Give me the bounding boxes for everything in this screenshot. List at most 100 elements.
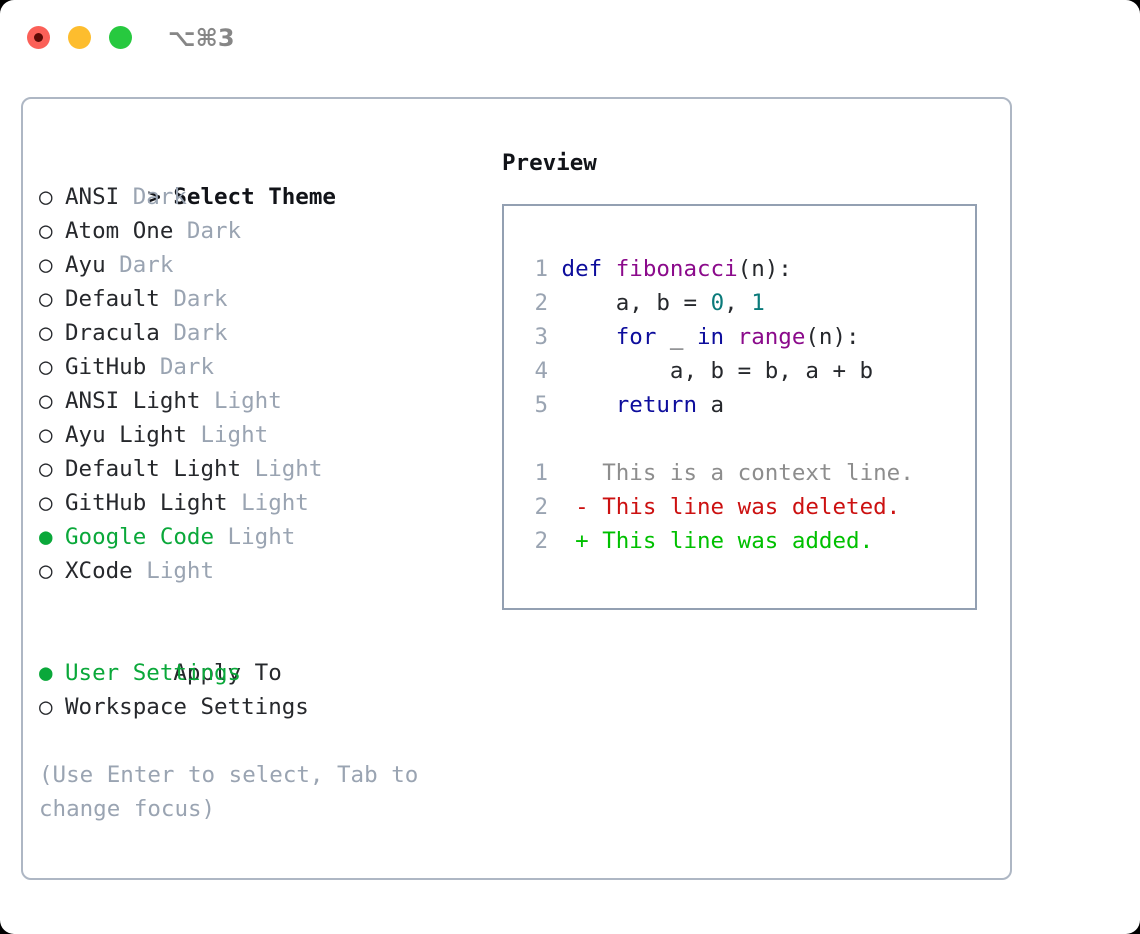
theme-option-variant: Light (241, 456, 323, 482)
diff-sample: 1 This is a context line.2 - This line w… (522, 456, 975, 558)
theme-option-github[interactable]: ○GitHub Dark (39, 350, 479, 384)
code-token: in (697, 324, 725, 350)
radio-selected-icon[interactable]: ● (39, 660, 53, 686)
apply-to-option-workspace-settings[interactable]: ○Workspace Settings (39, 690, 479, 724)
radio-unselected-icon[interactable]: ○ (39, 422, 53, 448)
radio-unselected-icon[interactable]: ○ (39, 320, 53, 346)
theme-option-name: ANSI (65, 184, 120, 210)
theme-option-variant: Light (200, 388, 282, 414)
radio-unselected-icon[interactable]: ○ (39, 456, 53, 482)
line-number: 5 (534, 392, 548, 418)
code-line: 2 a, b = 0, 1 (522, 286, 975, 320)
title-bar: ⌥⌘3 (0, 0, 1140, 78)
code-token: , (724, 290, 752, 316)
radio-unselected-icon[interactable]: ○ (39, 354, 53, 380)
theme-option-dracula[interactable]: ○Dracula Dark (39, 316, 479, 350)
section-spacer (39, 588, 479, 622)
apply-to-title: Apply To (39, 622, 479, 686)
theme-option-google-code[interactable]: ●Google Code Light (39, 520, 479, 554)
line-number: 3 (534, 324, 548, 350)
theme-option-variant: Light (132, 558, 215, 584)
theme-option-name: Google Code (65, 524, 215, 550)
theme-option-name: ANSI Light (65, 388, 201, 414)
diff-line-ctx: 1 This is a context line. (522, 456, 975, 490)
radio-selected-icon[interactable]: ● (39, 524, 53, 550)
diff-sign (548, 460, 602, 486)
theme-option-default[interactable]: ○Default Dark (39, 282, 479, 316)
dialog-panel: >Select Theme ○ANSI Dark○Atom One Dark○A… (21, 97, 1012, 880)
theme-picker: >Select Theme ○ANSI Dark○Atom One Dark○A… (39, 146, 479, 826)
theme-option-default-light[interactable]: ○Default Light Light (39, 452, 479, 486)
line-number: 2 (534, 494, 548, 520)
code-token: a (697, 392, 725, 418)
theme-option-ayu[interactable]: ○Ayu Dark (39, 248, 479, 282)
theme-option-name: Dracula (65, 320, 160, 346)
code-token: for (615, 324, 657, 350)
theme-option-variant: Light (186, 422, 269, 448)
theme-picker-title: > Select Theme (39, 146, 479, 210)
minimize-window-icon[interactable] (68, 26, 91, 49)
apply-to-option-user-settings[interactable]: ● User Settings (39, 656, 479, 690)
radio-unselected-icon[interactable]: ○ (39, 490, 53, 516)
theme-option-github-light[interactable]: ○ GitHub Light Light (39, 486, 479, 520)
code-token: a, b = b, a + b (561, 358, 874, 384)
radio-unselected-icon[interactable]: ○ (39, 388, 53, 414)
keyboard-hint-text: (Use Enter to select, Tab to change focu… (39, 762, 432, 822)
code-line: 4 a, b = b, a + b (522, 354, 975, 388)
code-line: 5 return a (522, 388, 975, 422)
line-number: 2 (534, 290, 548, 316)
code-token: return (615, 392, 698, 418)
theme-option-ayu-light[interactable]: ○Ayu Light Light (39, 418, 479, 452)
maximize-window-icon[interactable] (109, 26, 132, 49)
code-token (724, 324, 738, 350)
diff-line-add: 2 + This line was added. (522, 524, 975, 558)
line-number: 4 (534, 358, 548, 384)
radio-unselected-icon[interactable]: ○ (39, 252, 53, 278)
theme-option-ansi-light[interactable]: ○ ANSI Light Light (39, 384, 479, 418)
code-token (562, 324, 616, 350)
theme-option-xcode[interactable]: ○ XCode Light (39, 554, 479, 588)
theme-option-atom-one[interactable]: ○Atom One Dark (39, 214, 479, 248)
apply-to-title-text: Apply To (173, 660, 282, 686)
prompt-caret-icon: > (147, 184, 161, 210)
theme-option-variant: Light (227, 490, 309, 516)
window-controls (27, 26, 132, 49)
diff-text: This is a context line. (602, 460, 914, 486)
radio-unselected-icon[interactable]: ○ (39, 286, 53, 312)
radio-unselected-icon[interactable]: ○ (39, 218, 53, 244)
theme-option-ansi[interactable]: ○ ANSI Dark (39, 180, 479, 214)
theme-option-name: XCode (65, 558, 133, 584)
code-token: _ (656, 324, 698, 350)
preview-pane: Preview 1 def fibonacci(n):2 a, b = 0, 1… (502, 146, 982, 610)
theme-option-name: Ayu (65, 252, 106, 278)
theme-option-name: GitHub Light (65, 490, 228, 516)
theme-picker-title-text: Select Theme (173, 184, 336, 210)
code-line: 1 def fibonacci(n): (522, 252, 975, 286)
radio-unselected-icon[interactable]: ○ (39, 694, 53, 720)
theme-option-name: Default (65, 286, 160, 312)
preview-title: Preview (502, 150, 597, 176)
line-number: 1 (534, 256, 548, 282)
close-window-icon[interactable] (27, 26, 50, 49)
diff-text: This line was deleted. (602, 494, 901, 520)
radio-unselected-icon[interactable]: ○ (39, 184, 53, 210)
theme-option-name: Atom One (65, 218, 174, 244)
apply-to-option-name: User Settings (65, 660, 242, 686)
theme-option-variant: Dark (146, 354, 215, 380)
code-token: 0 (710, 290, 725, 316)
line-number: 2 (534, 528, 548, 554)
code-token: def (561, 256, 616, 282)
code-token: (n): (805, 324, 860, 350)
radio-unselected-icon[interactable]: ○ (39, 558, 53, 584)
apply-to-option-list: ● User Settings ○Workspace Settings (39, 656, 479, 724)
keyboard-shortcut-label: ⌥⌘3 (168, 24, 235, 52)
code-token: (n): (737, 256, 792, 282)
diff-text: This line was added. (602, 528, 874, 554)
code-token: fibonacci (615, 256, 738, 282)
code-diff-spacer (522, 422, 975, 456)
line-number: 1 (534, 460, 548, 486)
theme-option-variant: Dark (119, 184, 187, 210)
